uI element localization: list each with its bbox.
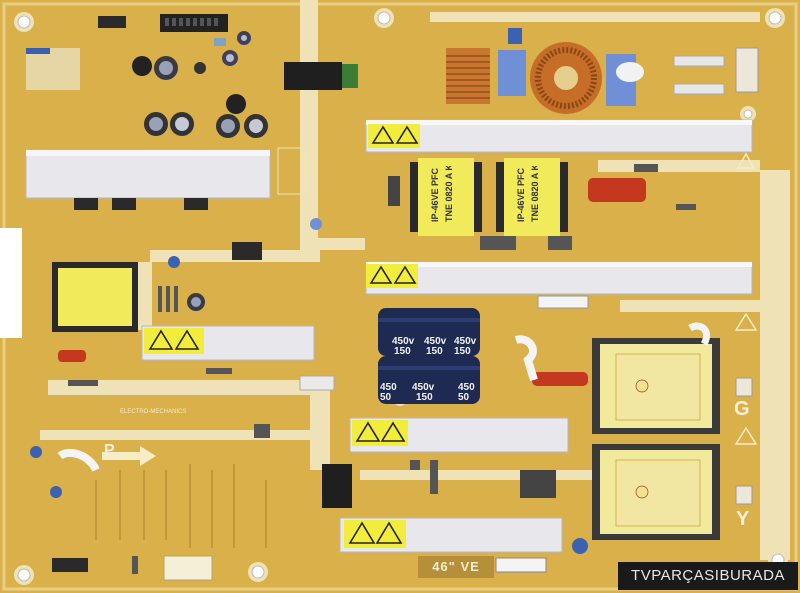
cap-6-voltage: 450 (458, 382, 475, 393)
silk-letter-p: P (104, 442, 115, 459)
brand-silk-text: ELECTRO-MECHANICS (120, 409, 186, 415)
watermark: TVPARÇASIBURADA (618, 562, 798, 590)
brand-silkscreen: ELECTRO-MECHANICS (120, 409, 186, 415)
cap-4-voltage: 450 (380, 382, 397, 393)
cap-3-value: 150 (454, 346, 471, 357)
capacitor-markings: 450v 450v 450v 150 150 150 450 450v 450 … (380, 336, 477, 403)
bulk-capacitors (378, 308, 480, 404)
pfc-coil-label-left: IP-46VE PFC TNE 0820 A K (418, 166, 474, 226)
warning-sticker-left (144, 328, 204, 354)
warning-sticker-lower (352, 420, 408, 446)
pfc-coil-label-right: IP-46VE PFC TNE 0820 A K (504, 166, 560, 226)
cap-5-voltage: 450v (412, 382, 435, 393)
cap-5-value: 150 (416, 392, 433, 403)
cap-6-value: 50 (458, 392, 470, 403)
cap-3-voltage: 450v (454, 336, 477, 347)
cap-1-voltage: 450v (392, 336, 415, 347)
common-mode-chokes (446, 28, 644, 114)
board-cutout (0, 228, 22, 338)
pfc-label-2-line1: IP-46VE PFC (516, 167, 526, 222)
cap-2-voltage: 450v (424, 336, 447, 347)
warning-sticker-bottom (344, 520, 406, 548)
warning-sticker-top (368, 124, 420, 148)
cap-4-value: 50 (380, 392, 392, 403)
output-transformers (592, 338, 720, 540)
silk-letter-y: Y (736, 508, 750, 530)
pfc-label-1-line2: TNE 0820 A K (444, 166, 454, 222)
silk-letter-g: G (734, 398, 750, 420)
board-model-marking: 46" VE (418, 556, 494, 578)
warning-sticker-middle (366, 264, 418, 288)
pfc-label-2-line2: TNE 0820 A K (530, 166, 540, 222)
pfc-label-1-line1: IP-46VE PFC (430, 167, 440, 222)
cap-1-value: 150 (394, 346, 411, 357)
cap-2-value: 150 (426, 346, 443, 357)
